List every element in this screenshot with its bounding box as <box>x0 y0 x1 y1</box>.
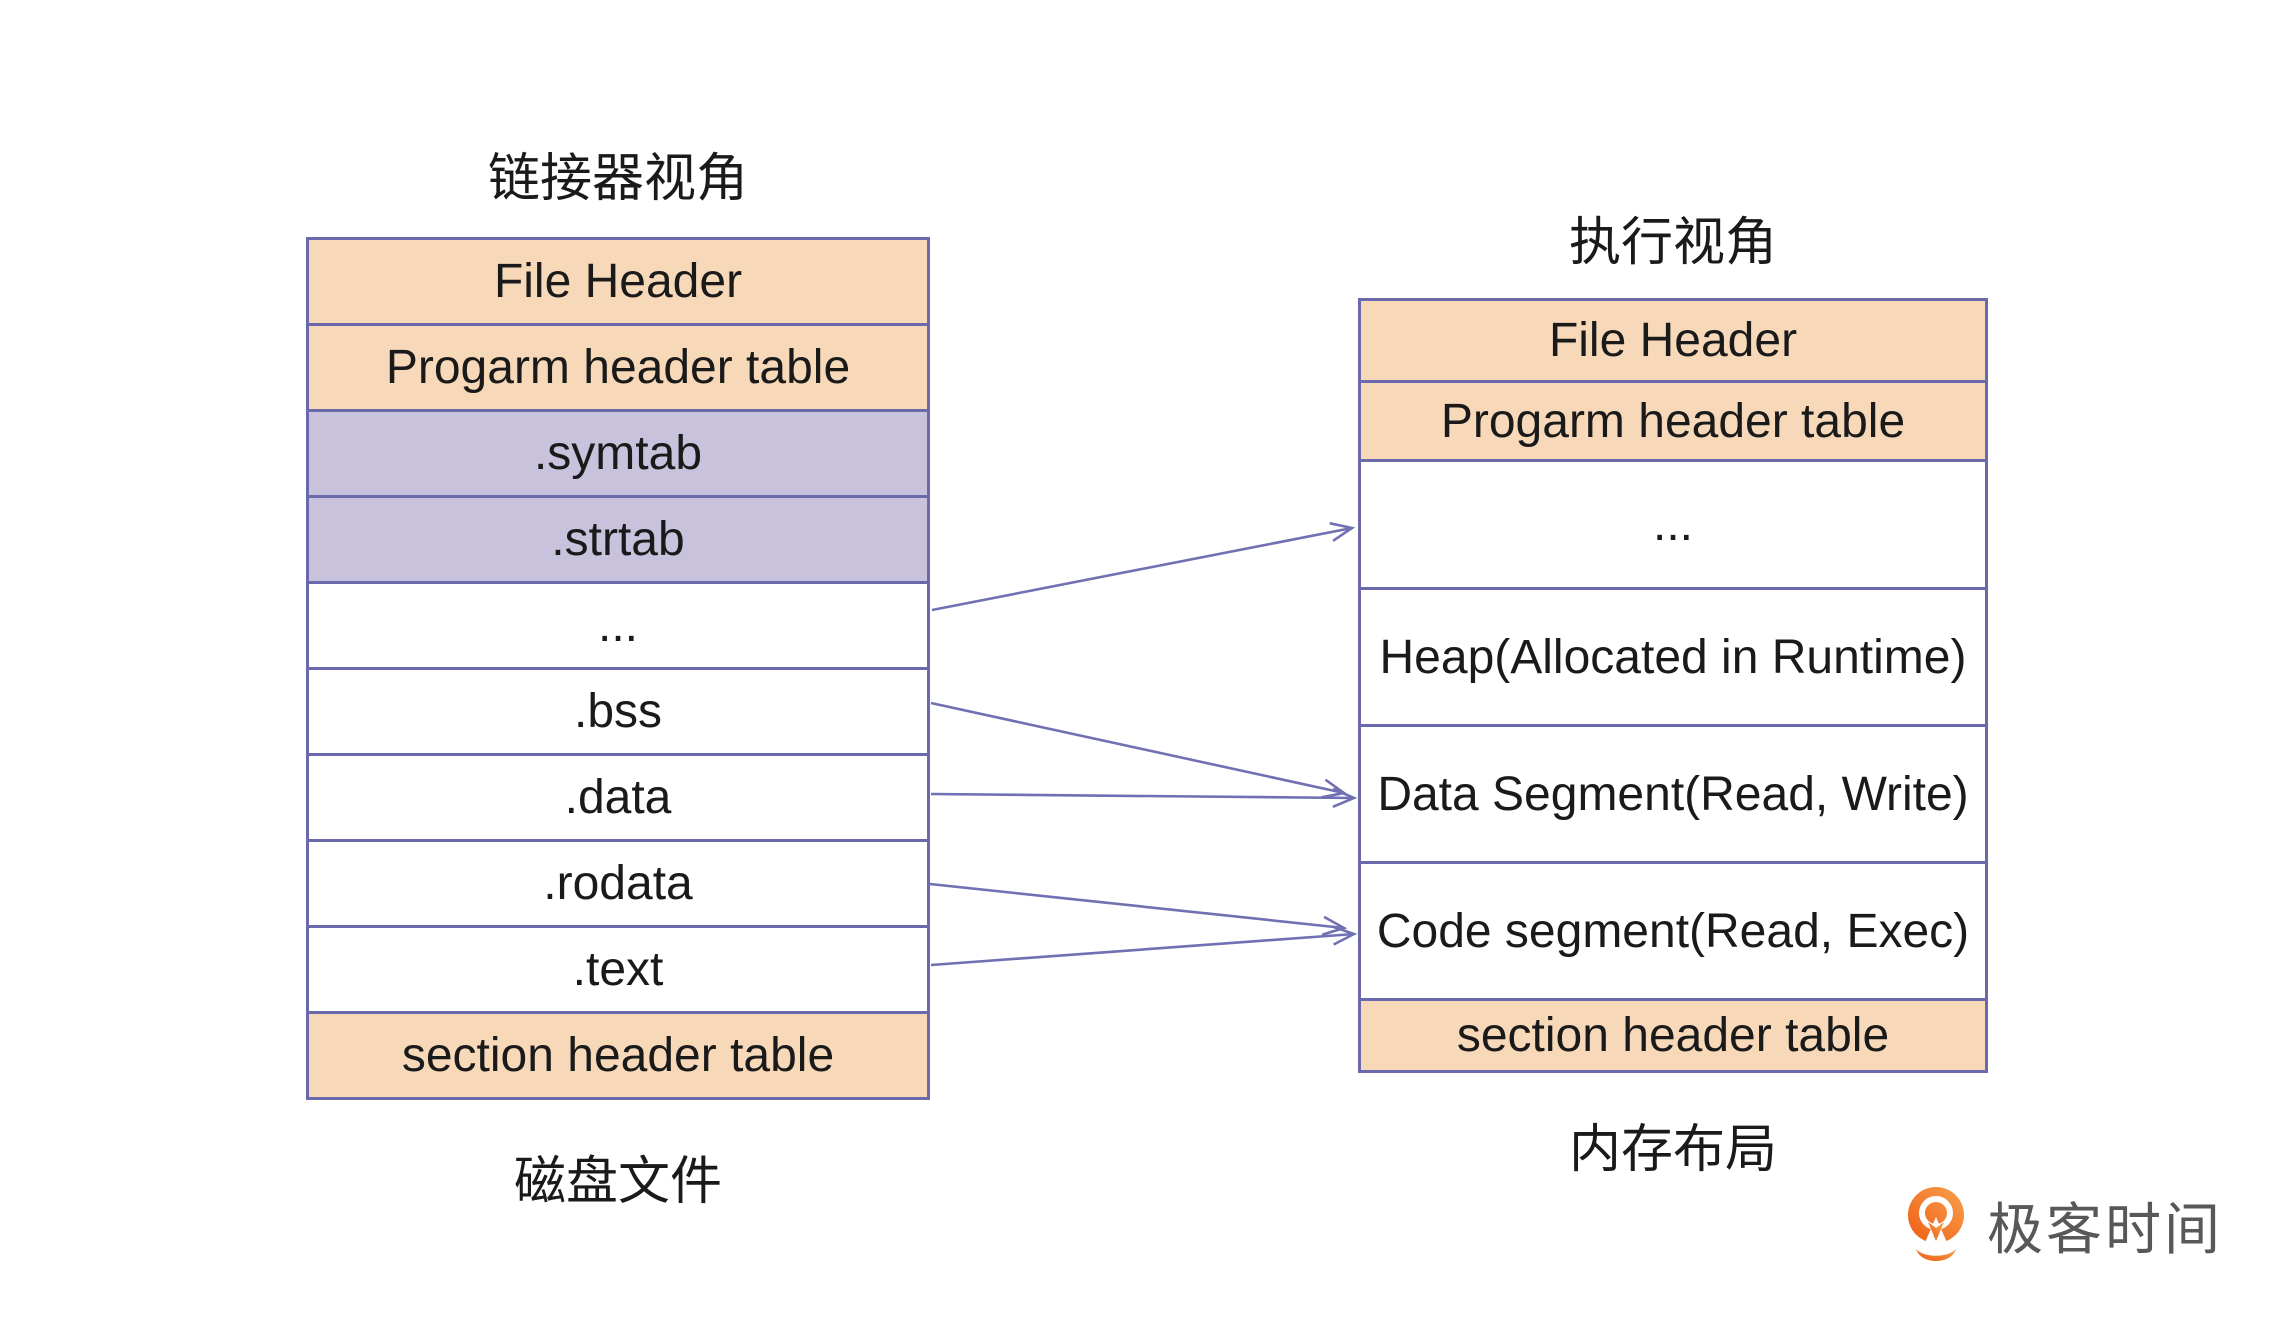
execution-view-title: 执行视角 <box>1568 214 1777 272</box>
geektime-logo-icon <box>1908 1187 1964 1261</box>
memory-layout-stack: File Header Progarm header table ... Hea… <box>1358 298 1988 1073</box>
arrow-text-to-code-segment <box>930 925 1358 967</box>
linker-view-title: 链接器视角 <box>487 150 748 208</box>
row-data-segment: Data Segment(Read, Write) <box>1361 724 1985 861</box>
disk-file-caption: 磁盘文件 <box>513 1153 722 1211</box>
row-code-segment: Code segment(Read, Exec) <box>1361 861 1985 998</box>
arrow-bss-to-data-segment <box>930 701 1348 799</box>
row-program-header-table: Progarm header table <box>1361 380 1985 459</box>
row-ellipsis: ... <box>1361 459 1985 587</box>
linker-view-stack: File Header Progarm header table .symtab… <box>306 237 930 1100</box>
row-text: .text <box>309 925 927 1011</box>
row-section-header-table: section header table <box>309 1011 927 1097</box>
row-ellipsis: ... <box>309 581 927 667</box>
geektime-logo: 极客时间 <box>1905 1186 2223 1274</box>
row-file-header: File Header <box>1361 301 1985 380</box>
memory-layout-caption: 内存布局 <box>1568 1121 1777 1179</box>
row-data: .data <box>309 753 927 839</box>
row-symtab: .symtab <box>309 409 927 495</box>
arrow-rodata-to-code-segment <box>929 882 1348 936</box>
row-rodata: .rodata <box>309 839 927 925</box>
arrow-data-to-data-segment <box>930 787 1358 809</box>
row-bss: .bss <box>309 667 927 753</box>
row-strtab: .strtab <box>309 495 927 581</box>
row-program-header-table: Progarm header table <box>309 323 927 409</box>
row-file-header: File Header <box>309 240 927 323</box>
row-section-header-table: section header table <box>1361 998 1985 1070</box>
geektime-logo-text: 极客时间 <box>1987 1198 2223 1261</box>
row-heap: Heap(Allocated in Runtime) <box>1361 587 1985 724</box>
arrow-ellipsis-to-ellipsis <box>931 521 1356 612</box>
